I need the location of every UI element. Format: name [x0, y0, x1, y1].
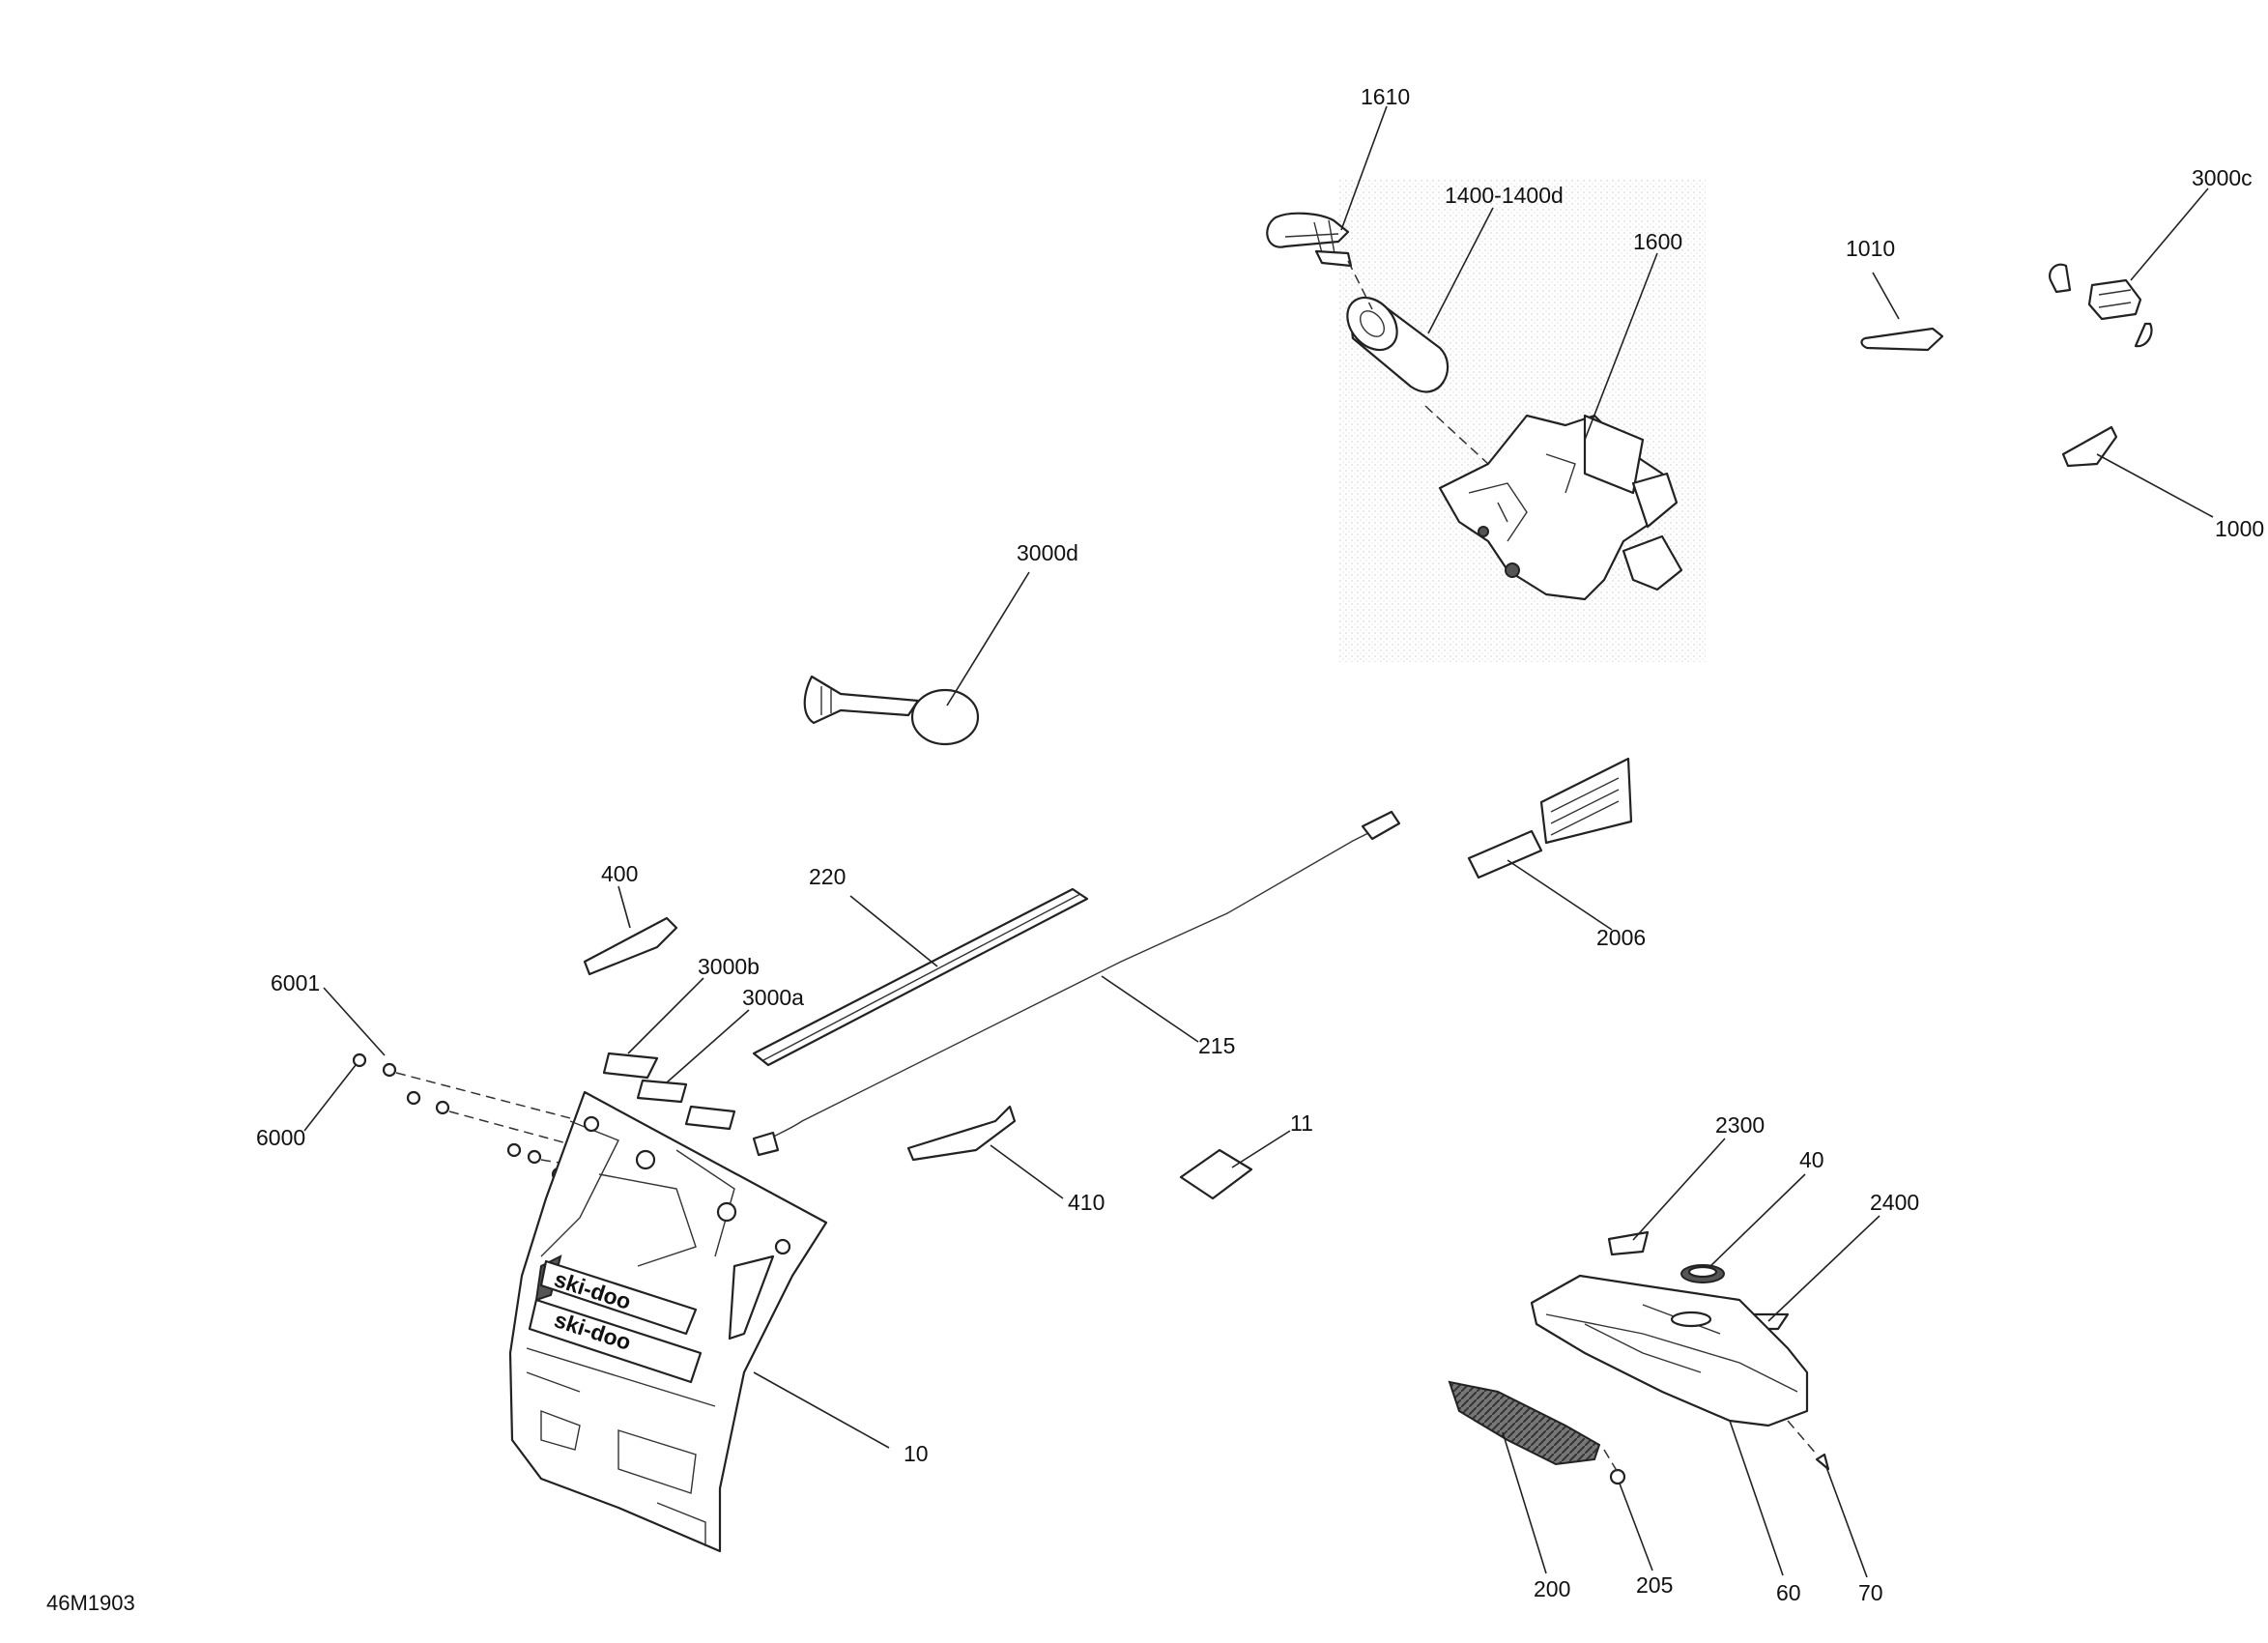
callout-1600: 1600 [1633, 229, 1682, 254]
decal-400 [583, 916, 678, 976]
cylinder-1400 [1346, 296, 1450, 393]
callout-215: 215 [1198, 1033, 1235, 1058]
callout-6001: 6001 [271, 970, 320, 995]
decal-2300 [1607, 1230, 1650, 1256]
fasteners-6000-6001 [352, 1052, 592, 1189]
cover-60 [1530, 1274, 1809, 1427]
callout-11: 11 [1290, 1110, 1313, 1136]
decal-1000 [2061, 425, 2118, 468]
callout-1010: 1010 [1846, 236, 1895, 261]
badge-40 [1680, 1264, 1725, 1283]
clip-1610 [1266, 212, 1353, 268]
decal-3000b [602, 1052, 659, 1080]
callout-3000c: 3000c [2192, 165, 2253, 190]
callout-40: 40 [1799, 1147, 1824, 1172]
callout-2006: 2006 [1596, 925, 1646, 950]
callout-6000: 6000 [256, 1125, 305, 1150]
latch-3000c [2049, 263, 2153, 348]
callout-410: 410 [1068, 1190, 1105, 1215]
callout-60: 60 [1776, 1580, 1801, 1605]
cable-215 [752, 810, 1401, 1157]
callout-205: 205 [1636, 1572, 1673, 1598]
decal-11 [1179, 1148, 1253, 1200]
callout-1000: 1000 [2215, 516, 2264, 541]
callout-2400: 2400 [1870, 1190, 1919, 1215]
callout-400: 400 [601, 861, 638, 886]
axis-line-1610 [1347, 260, 1373, 310]
callout-200: 200 [1534, 1576, 1570, 1601]
decal-1010 [1860, 327, 1944, 352]
callout-220: 220 [809, 864, 846, 889]
horn-3000d [803, 675, 980, 746]
callout-1400-1400d: 1400-1400d [1445, 183, 1564, 208]
figure-reference: 46M1903 [46, 1591, 135, 1615]
axis-line-205 [1603, 1449, 1620, 1475]
decal-3000a [636, 1079, 736, 1131]
callout-3000d: 3000d [1017, 540, 1078, 565]
callout-10: 10 [904, 1441, 929, 1466]
callout-70: 70 [1858, 1580, 1883, 1605]
decal-410 [906, 1105, 1017, 1162]
callout-3000b: 3000b [698, 954, 760, 979]
front-panel-10 [508, 1090, 828, 1553]
axis-line-1400 [1424, 405, 1489, 465]
housing-1600 [1438, 414, 1683, 601]
callout-1610: 1610 [1361, 84, 1410, 109]
callout-3000a: 3000a [742, 985, 804, 1010]
label-2006 [1467, 757, 1633, 879]
grille-200 [1448, 1380, 1601, 1466]
strip-220 [752, 887, 1089, 1067]
fastener-205 [1609, 1468, 1626, 1485]
axis-line-70 [1787, 1420, 1818, 1456]
leader-lines [303, 105, 2214, 1578]
callout-2300: 2300 [1715, 1112, 1765, 1138]
screw-70 [1815, 1453, 1830, 1471]
